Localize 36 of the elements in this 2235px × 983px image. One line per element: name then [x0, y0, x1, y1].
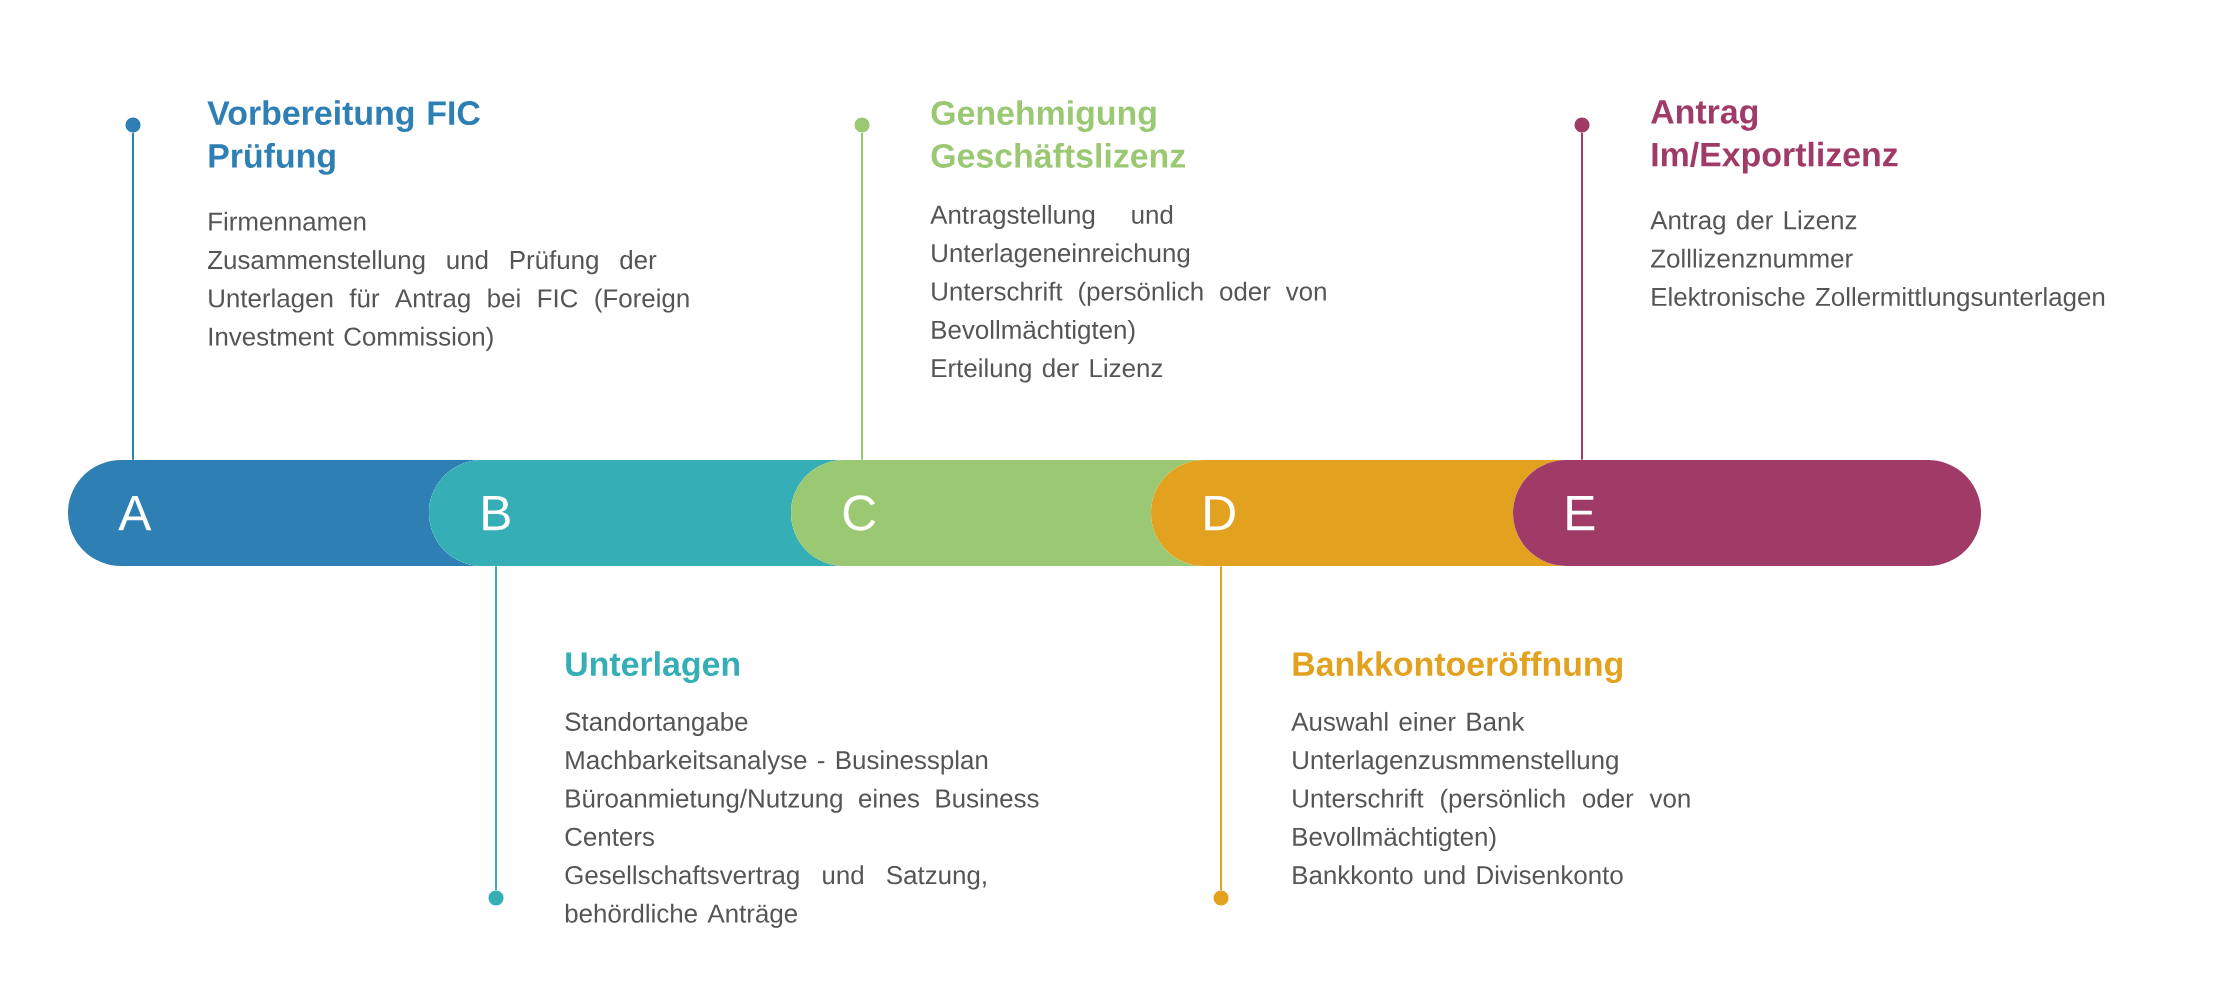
timeline-segment: D: [1151, 460, 1566, 566]
dot-marker: [488, 890, 504, 906]
list-item: Auswahl einer Bank: [1291, 711, 1525, 731]
list-item: Firmennamen: [209, 211, 366, 231]
leader-line: [495, 565, 497, 892]
list-item: Bankkonto und Divisenkonto: [1293, 865, 1623, 885]
leader-line: [132, 131, 134, 461]
list-item: Unterschrift (persönlich oder von Bevollmächtigten): [932, 281, 1326, 345]
step-heading: Vorbereitung FIC Prüfung: [207, 100, 480, 175]
list-item: Standortangabe: [565, 711, 748, 737]
list-item: Erteilung der Lizenz: [932, 358, 1163, 383]
list-item: Antrag der Lizenz: [1650, 210, 1857, 235]
step-heading: Genehmigung Geschäftslizenz: [931, 100, 1185, 168]
step-heading: Unterlagen: [566, 651, 739, 683]
step-heading: Bankkontoeröffnung: [1293, 651, 1622, 683]
list-item: Zolllizenznummer: [1651, 248, 1853, 268]
dot-marker: [125, 117, 141, 133]
list-item: Unterlagenzusmmenstellung: [1293, 750, 1618, 775]
dot-marker: [1574, 117, 1590, 133]
dot-marker: [1213, 890, 1229, 906]
leader-line: [1220, 565, 1222, 892]
timeline-segment: C: [791, 460, 1204, 566]
list-item: Zusammenstellung und Prüfung der Unterlagen für Antrag bei FIC (Foreign Investment Commission): [208, 250, 689, 351]
timeline-segment: A: [68, 460, 482, 566]
leader-line: [1581, 131, 1583, 461]
list-item: Gesellschaftsvertrag und Satzung, behördliche Anträge: [565, 865, 986, 928]
list-item: Büroanmietung/Nutzung eines Business Centers: [565, 788, 1039, 846]
list-item: Unterschrift (persönlich oder von Bevollmächtigten): [1293, 788, 1690, 852]
list-item: Machbarkeitsanalyse - Businessplan: [566, 750, 988, 775]
list-item: Antragstellung und Unterlageneinreichung: [930, 204, 1190, 268]
step-heading: Antrag Im/Exportlizenz: [1651, 100, 1898, 174]
timeline-segment: E: [1513, 460, 1982, 566]
leader-line: [861, 131, 863, 461]
list-item: Elektronische Zollermittlungsunterlagen: [1652, 287, 2105, 312]
dot-marker: [854, 117, 870, 133]
timeline-segment: B: [429, 460, 844, 566]
